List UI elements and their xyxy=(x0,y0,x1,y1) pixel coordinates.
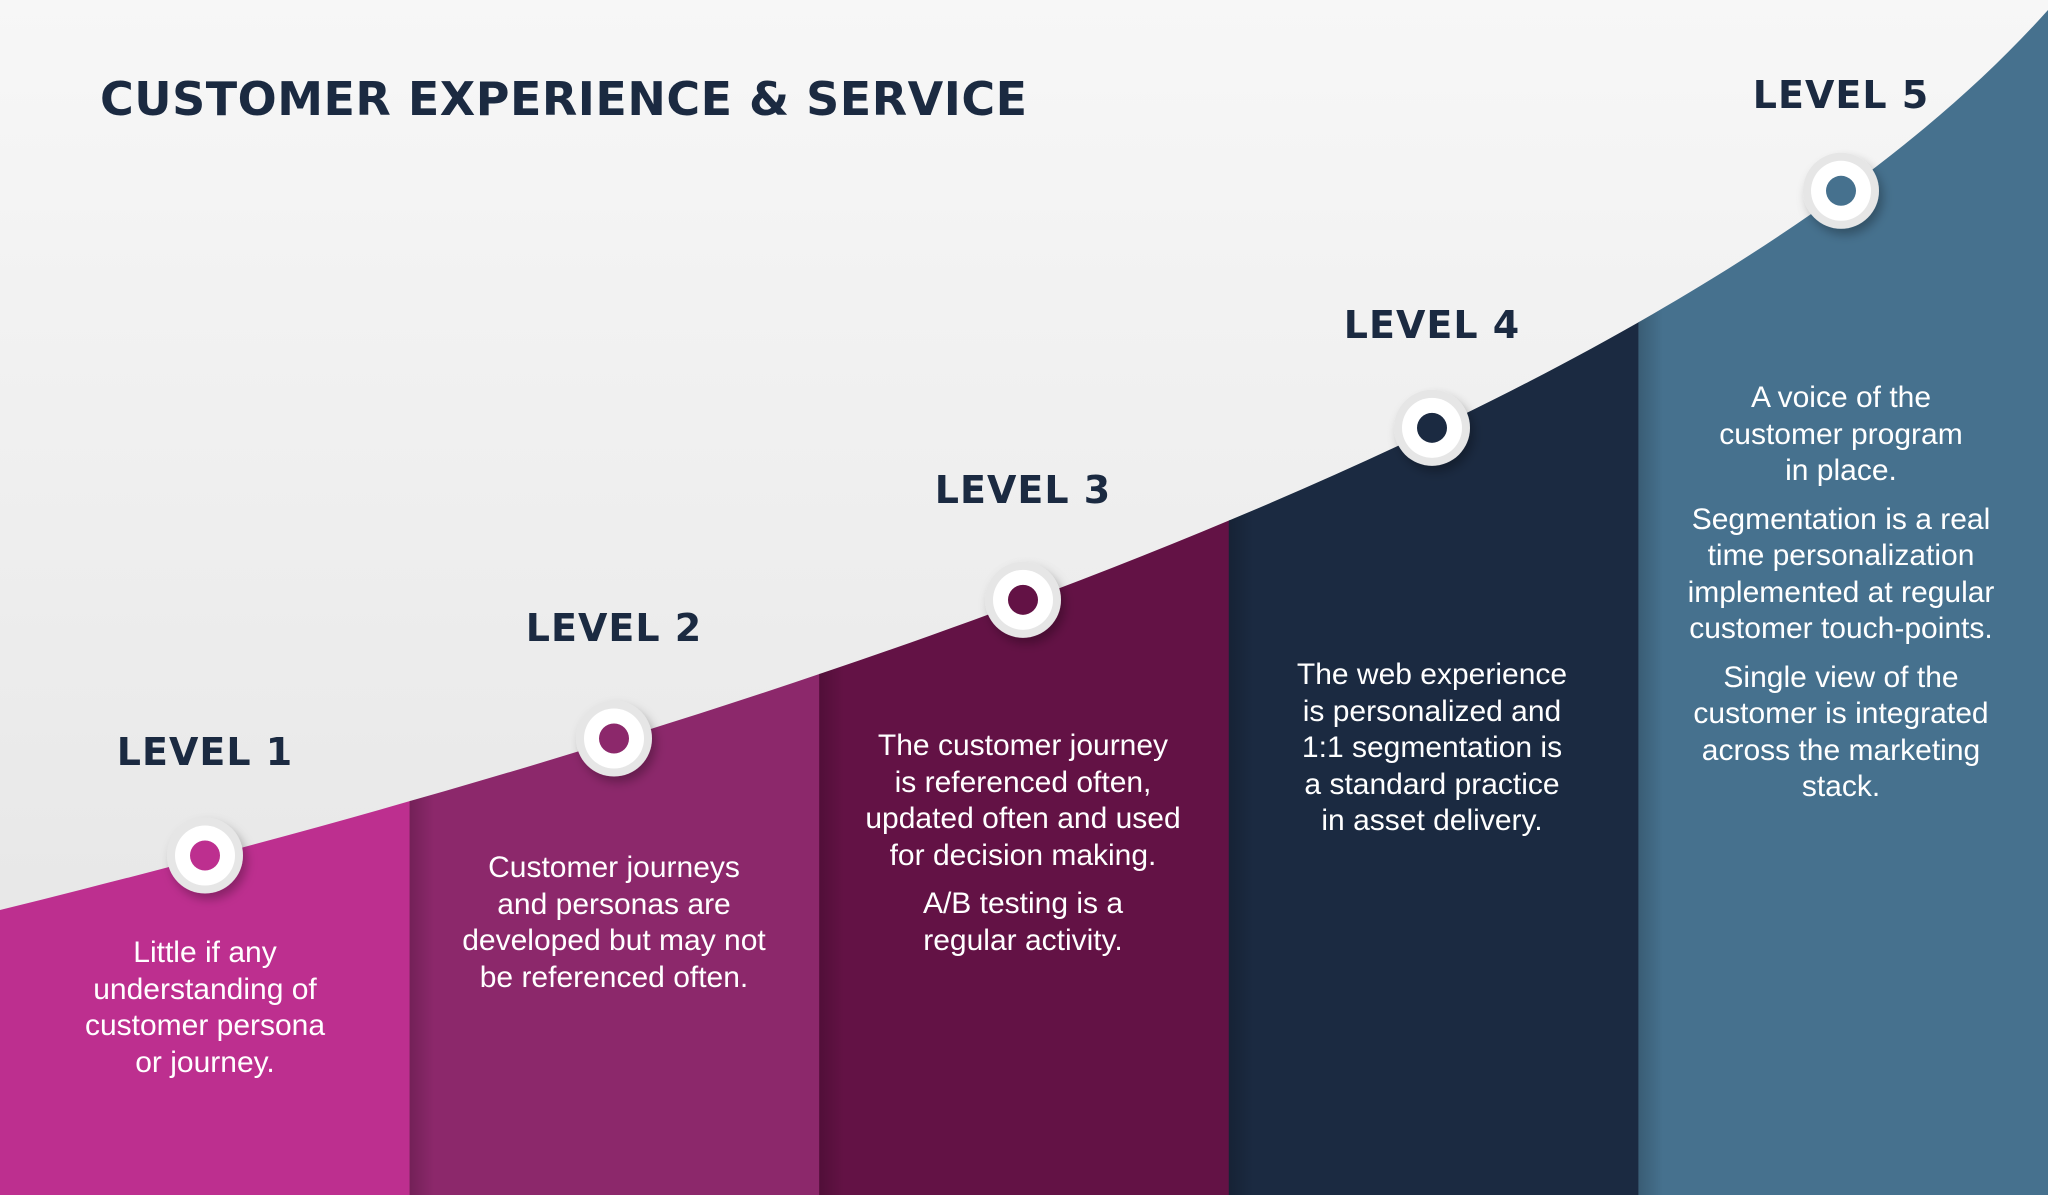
level-4-description: The web experience is personalized and 1… xyxy=(1242,657,1622,852)
level-3-marker-icon xyxy=(985,561,1061,638)
level-5-paragraph-2: Segmentation is a real time personalizat… xyxy=(1687,502,1995,646)
level-2-label: LEVEL 2 xyxy=(525,606,703,650)
level-5-label: LEVEL 5 xyxy=(1752,73,1930,117)
level-3-paragraph-1: The customer journey is referenced often… xyxy=(865,729,1181,872)
level-5-marker-icon xyxy=(1803,152,1879,229)
level-4-label: LEVEL 4 xyxy=(1343,303,1521,347)
level-4-marker-icon xyxy=(1394,389,1470,466)
level-3-paragraph-2: A/B testing is a regular activity. xyxy=(922,887,1124,957)
level-2-paragraph-1: Customer journeys and personas are devel… xyxy=(462,851,766,994)
level-3-label: LEVEL 3 xyxy=(934,468,1112,512)
level-5-description: A voice of the customer program in place… xyxy=(1651,380,2031,818)
level-1-marker-icon xyxy=(167,817,243,894)
level-1-description: Little if any understanding of customer … xyxy=(15,935,395,1093)
level-4-paragraph-1: The web experience is personalized and 1… xyxy=(1296,658,1568,837)
level-5-paragraph-3: Single view of the customer is integrate… xyxy=(1693,660,1989,804)
page-title: CUSTOMER EXPERIENCE & SERVICE xyxy=(100,72,1028,126)
level-1-paragraph-1: Little if any understanding of customer … xyxy=(84,936,326,1079)
level-2-marker-icon xyxy=(576,700,652,777)
level-2-description: Customer journeys and personas are devel… xyxy=(424,850,804,1008)
level-5-paragraph-1: A voice of the customer program in place… xyxy=(1719,381,1963,487)
level-1-label: LEVEL 1 xyxy=(116,730,294,774)
level-3-description: The customer journey is referenced often… xyxy=(833,728,1213,971)
